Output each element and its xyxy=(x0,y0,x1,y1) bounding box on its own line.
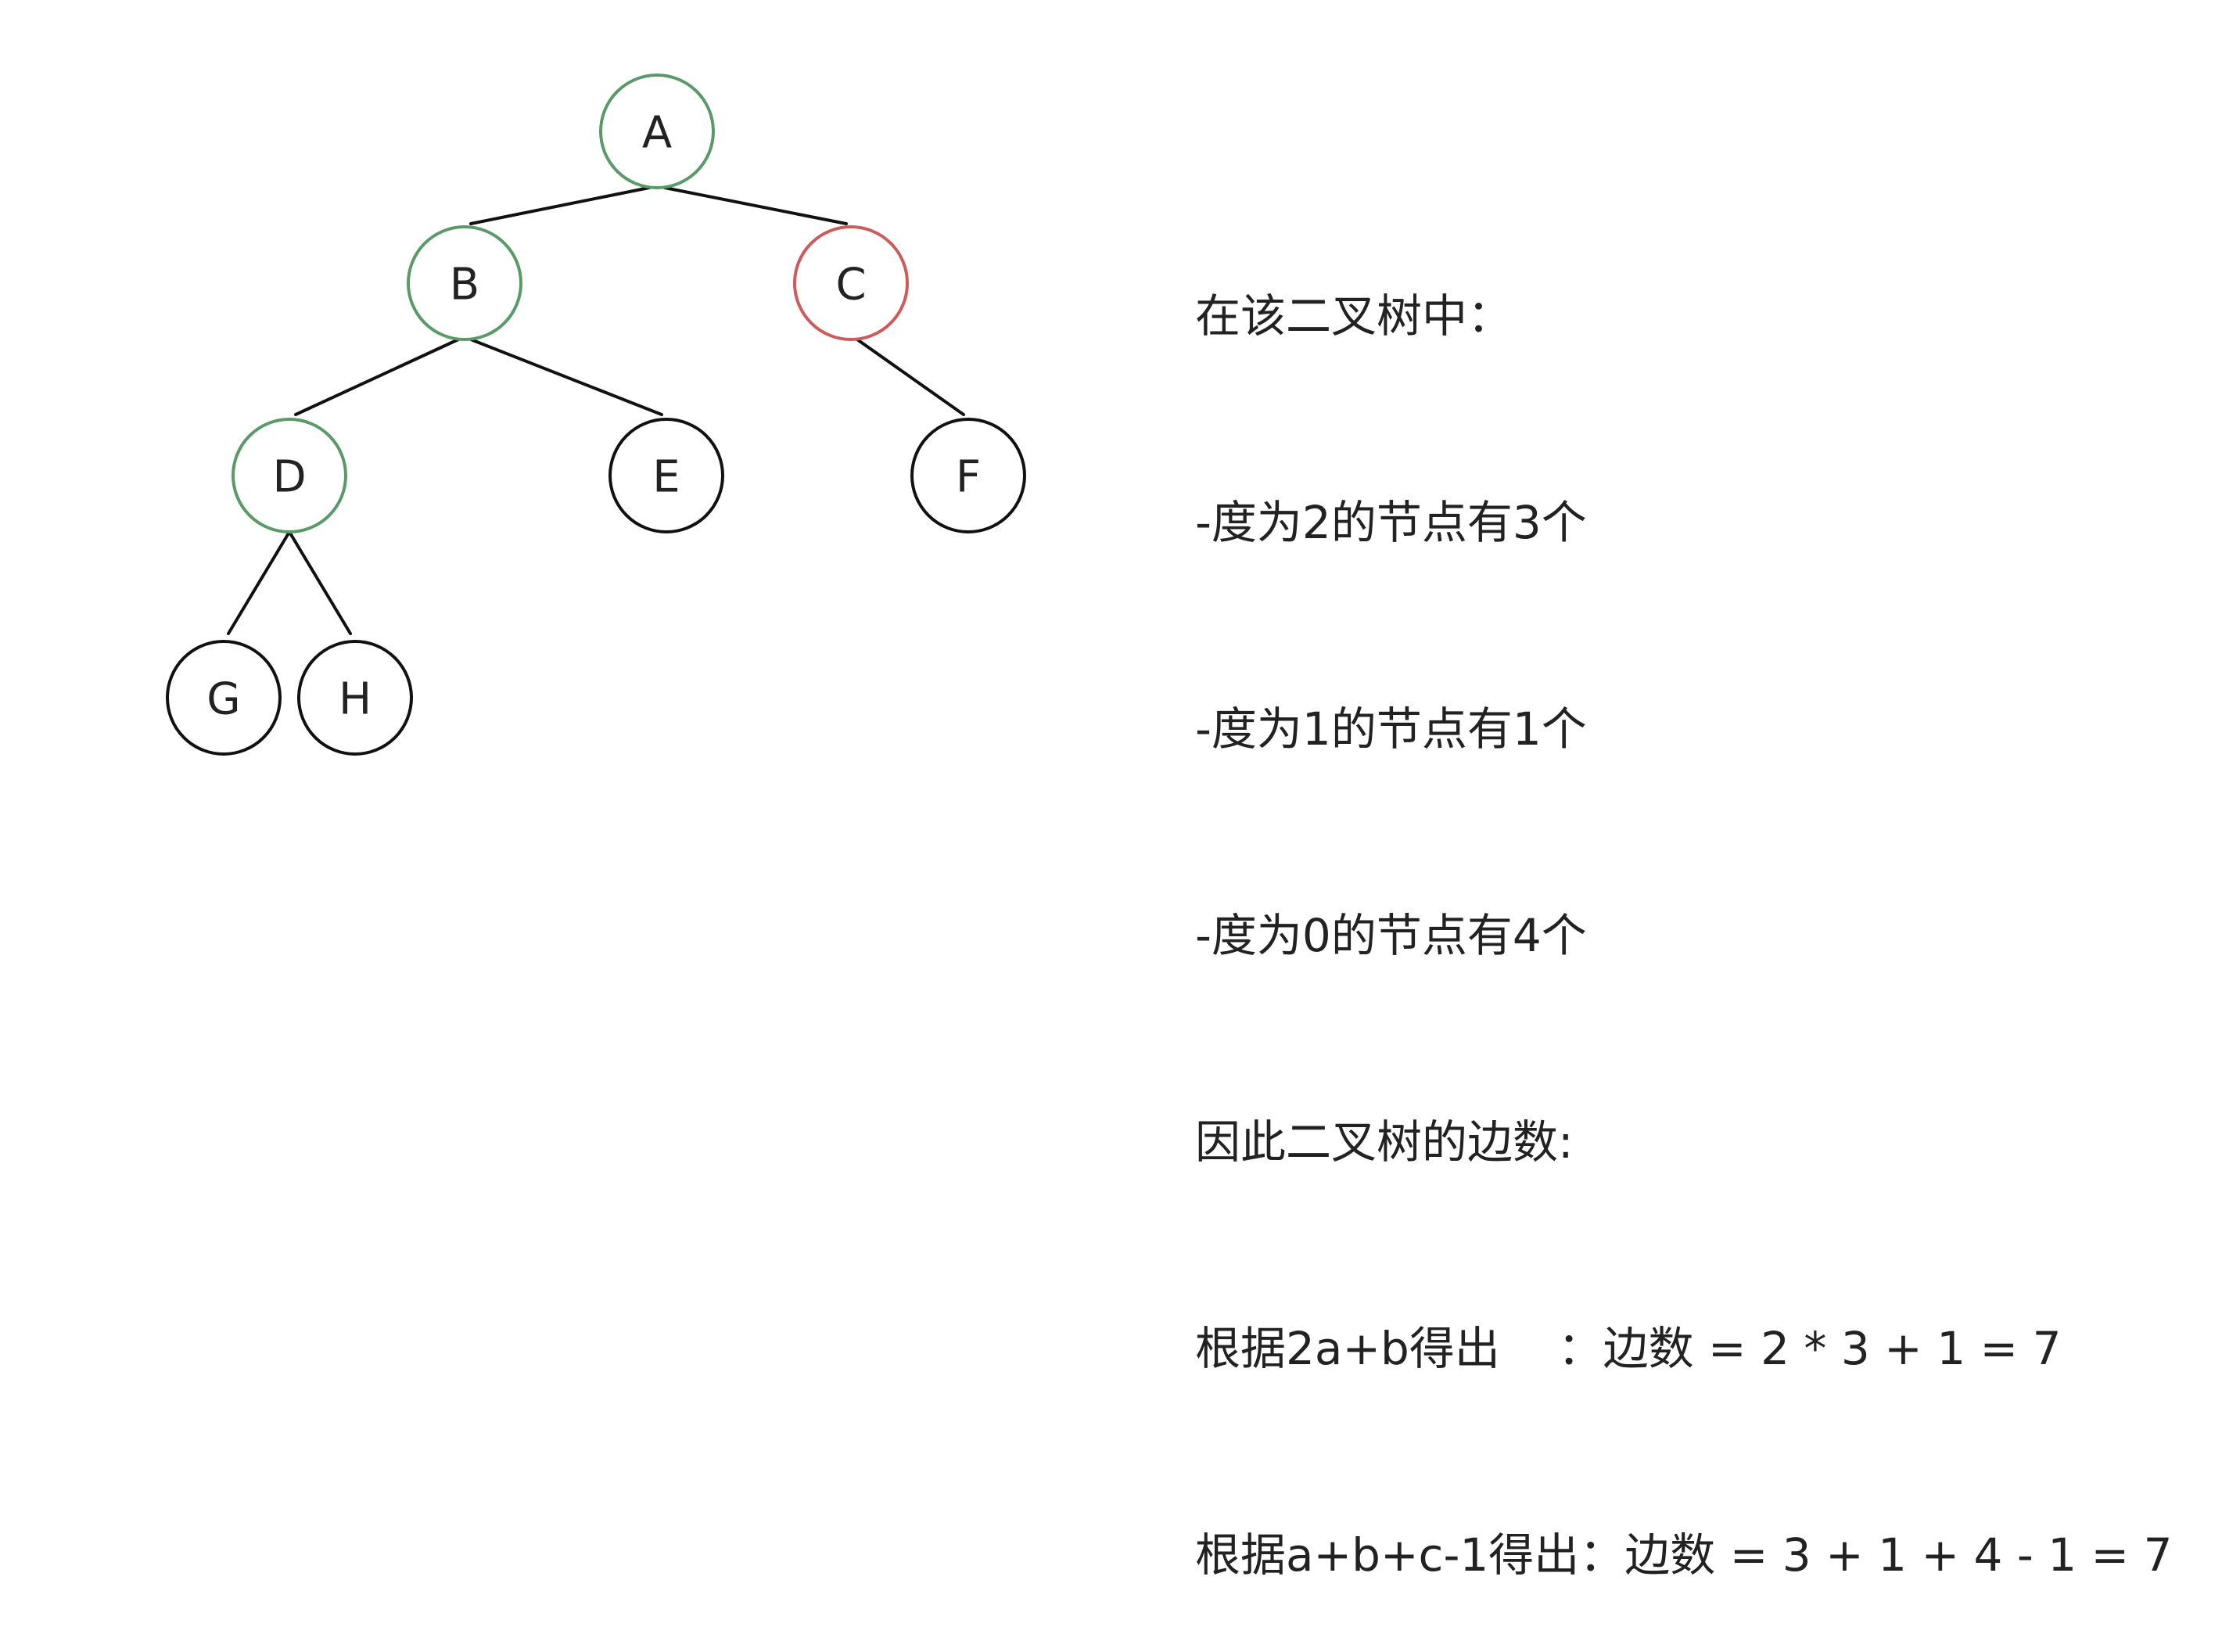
tree-node-a: A xyxy=(599,74,715,189)
node-label-c: C xyxy=(835,260,866,311)
node-label-d: D xyxy=(272,452,306,503)
node-label-e: E xyxy=(652,452,680,503)
edge-a-c xyxy=(663,186,848,225)
tree-node-e: E xyxy=(608,418,724,533)
explanation-line-intro: 在该二叉树中： xyxy=(1195,289,1513,343)
tree-node-g: G xyxy=(166,640,282,756)
node-circle-d xyxy=(232,418,347,533)
node-label-h: H xyxy=(339,674,372,725)
explanation-line-edge-count-heading: 因此二叉树的边数: xyxy=(1195,1115,1574,1169)
explanation-line-degree-1: -度为1的节点有1个 xyxy=(1195,702,1587,756)
explanation-line-degree-0: -度为0的节点有4个 xyxy=(1195,909,1587,962)
explanation-line-formula-a-b-c: 根据a+b+c-1得出：边数 = 3 + 1 + 4 - 1 = 7 xyxy=(1195,1528,2173,1582)
edge-b-d xyxy=(294,338,460,416)
tree-node-h: H xyxy=(297,640,413,756)
tree-node-b: B xyxy=(407,225,522,341)
edge-a-b xyxy=(469,186,651,225)
tree-node-c: C xyxy=(793,225,909,341)
explanation-line-formula-2a-b: 根据2a+b得出 ：边数 = 2 * 3 + 1 = 7 xyxy=(1195,1322,2062,1375)
node-circle-g xyxy=(166,640,282,756)
node-circle-a xyxy=(599,74,715,189)
tree-node-d: D xyxy=(232,418,347,533)
edge-b-e xyxy=(469,338,663,416)
node-circle-c xyxy=(793,225,909,341)
edge-d-h xyxy=(288,530,352,635)
binary-tree-diagram: A B C D E F G H xyxy=(166,74,1026,756)
node-label-a: A xyxy=(642,108,672,159)
node-label-g: G xyxy=(206,674,240,725)
edge-d-g xyxy=(227,530,291,635)
node-label-f: F xyxy=(956,452,981,503)
edge-c-f xyxy=(856,338,965,416)
node-circle-e xyxy=(608,418,724,533)
node-circle-h xyxy=(297,640,413,756)
node-circle-f xyxy=(910,418,1026,533)
node-circle-b xyxy=(407,225,522,341)
explanation-text: 在该二叉树中： -度为2的节点有3个 -度为1的节点有1个 -度为0的节点有4个… xyxy=(1195,144,2212,1652)
explanation-line-degree-2: -度为2的节点有3个 xyxy=(1195,496,1587,549)
tree-node-f: F xyxy=(910,418,1026,533)
tree-edges xyxy=(227,186,965,635)
node-label-b: B xyxy=(450,260,479,311)
tree-nodes: A B C D E F G H xyxy=(166,74,1026,756)
